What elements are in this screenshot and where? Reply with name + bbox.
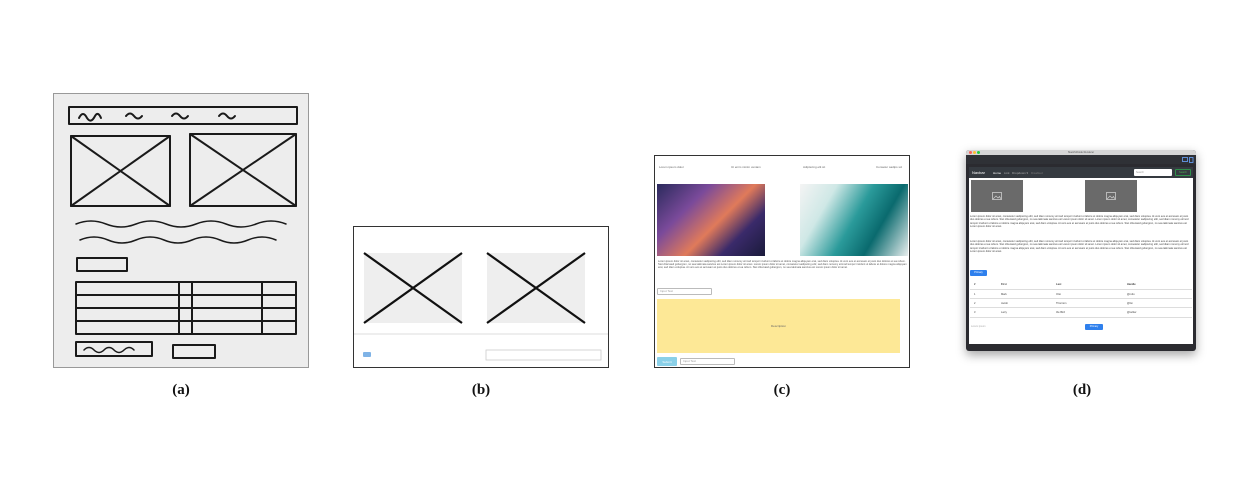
page-content: Lorem ipsum dolor sit amet, consetetur s… [969, 178, 1193, 344]
table-header-cell: # [974, 283, 976, 286]
nav-disabled-link: Disabled [1031, 170, 1043, 175]
primary-button[interactable]: Primary [970, 270, 987, 276]
sketch-footer-input [75, 341, 153, 357]
table-cell: the Bird [1056, 311, 1065, 314]
sketch-scribble [171, 112, 189, 120]
sketch-input-box [76, 257, 128, 272]
search-input[interactable]: Search [1134, 169, 1172, 176]
table-header-cell: Handle [1127, 283, 1136, 286]
table-cell: Mark [1001, 293, 1007, 296]
table-row: 1 Mark Otto @mdo [970, 289, 1192, 299]
close-window-icon[interactable] [969, 151, 972, 154]
sketch-header-bar [68, 106, 298, 125]
sketch-footer-button [172, 344, 216, 359]
table-cell: Larry [1001, 311, 1007, 314]
maximize-window-icon[interactable] [977, 151, 980, 154]
sketch-table-rows [75, 294, 297, 322]
table-cell: @twitter [1127, 311, 1137, 314]
tablet-icon [1189, 157, 1194, 163]
app-window-panel: Sketch2Code Renderer Navbar Home Link Dr… [966, 150, 1196, 351]
caption-d: (d) [1072, 382, 1092, 398]
sketch-image-cross-1 [70, 135, 171, 207]
table-header-cell: First [1001, 283, 1007, 286]
footer-input[interactable]: Lorem ipsum [971, 325, 986, 328]
wireframe-button [363, 352, 371, 357]
image-icon [992, 192, 1002, 200]
navbar: Navbar Home Link Dropdown ▾ Disabled Sea… [969, 167, 1193, 178]
image-icon [1106, 192, 1116, 200]
nav-home-link[interactable]: Home [993, 170, 1002, 175]
wireframe-image-cross-1 [363, 252, 463, 324]
paragraph-2: Lorem ipsum dolor sit amet, consetetur s… [970, 240, 1189, 253]
table-row: 3 Larry the Bird @twitter [970, 307, 1192, 318]
sketch-scribble [218, 112, 236, 120]
image-placeholder-2 [1085, 180, 1137, 212]
nav-link-4[interactable]: Consetur sadips sci [876, 165, 903, 169]
table-cell: 3 [974, 311, 976, 314]
table-cell: Jacob [1001, 302, 1008, 305]
sketch-image-cross-2 [189, 133, 297, 207]
rendered-page-panel: Lorem ipsum dolor Ut enim minim veniam A… [654, 155, 910, 368]
table-cell: @fat [1127, 302, 1133, 305]
teal-abstract-photo [800, 184, 908, 256]
nav-link-2[interactable]: Ut enim minim veniam [731, 165, 761, 169]
wireframe-drawing [354, 252, 608, 361]
device-toolbar [966, 155, 1196, 164]
submit-button[interactable]: Submit [657, 357, 677, 366]
nav-link-3[interactable]: Adipiscing elit sit [803, 165, 826, 169]
description-box: Description [657, 299, 900, 353]
sketch-table-columns [178, 281, 263, 335]
sketch-image-placeholder-2 [189, 133, 297, 207]
sketch-scribble [78, 112, 102, 122]
device-icons[interactable] [1182, 157, 1194, 163]
table-cell: Otto [1056, 293, 1061, 296]
table-cell: 2 [974, 302, 976, 305]
table-header-row: # First Last Handle [970, 280, 1192, 289]
table-cell: @mdo [1127, 293, 1135, 296]
wireframe-input [485, 349, 602, 361]
sketch-drawing [68, 106, 298, 359]
window-titlebar: Sketch2Code Renderer [966, 150, 1196, 155]
canyon-photo [657, 184, 765, 256]
search-button[interactable]: Search [1175, 169, 1191, 176]
nav-link[interactable]: Link [1004, 170, 1010, 175]
minimize-window-icon[interactable] [973, 151, 976, 154]
desktop-icon [1182, 157, 1188, 162]
caption-a: (a) [172, 382, 190, 398]
wireframe-image-cross-2 [486, 252, 586, 324]
window-title: Sketch2Code Renderer [1067, 151, 1095, 154]
caption-c: (c) [773, 382, 791, 398]
table-row: 2 Jacob Thornton @fat [970, 298, 1192, 308]
image-placeholder-1 [971, 180, 1023, 212]
table-cell: Thornton [1056, 302, 1067, 305]
nav-link-1[interactable]: Lorem ipsum dolor [659, 165, 684, 169]
hand-sketch-panel [53, 93, 309, 368]
wireframe-panel [353, 226, 609, 368]
sketch-scribble [125, 112, 143, 120]
sketch-footer-scribble [83, 346, 135, 354]
footer-primary-button[interactable]: Primary [1085, 324, 1103, 330]
sketch-image-placeholder-1 [70, 135, 171, 207]
caption-b: (b) [471, 382, 491, 398]
paragraph-1: Lorem ipsum dolor sit amet, consetetur s… [970, 215, 1189, 228]
navbar-brand[interactable]: Navbar [972, 170, 985, 175]
nav-dropdown[interactable]: Dropdown ▾ [1012, 170, 1029, 175]
text-input-2[interactable]: Input Text [680, 358, 735, 365]
table-cell: 1 [974, 293, 976, 296]
text-input-1[interactable]: Input Text [657, 288, 712, 295]
sketch-text-line-2 [79, 236, 277, 244]
body-paragraph: Lorem ipsum dolor sit amet, consetetur s… [658, 260, 907, 269]
sketch-text-line-1 [75, 220, 287, 228]
table-header-cell: Last [1056, 283, 1062, 286]
